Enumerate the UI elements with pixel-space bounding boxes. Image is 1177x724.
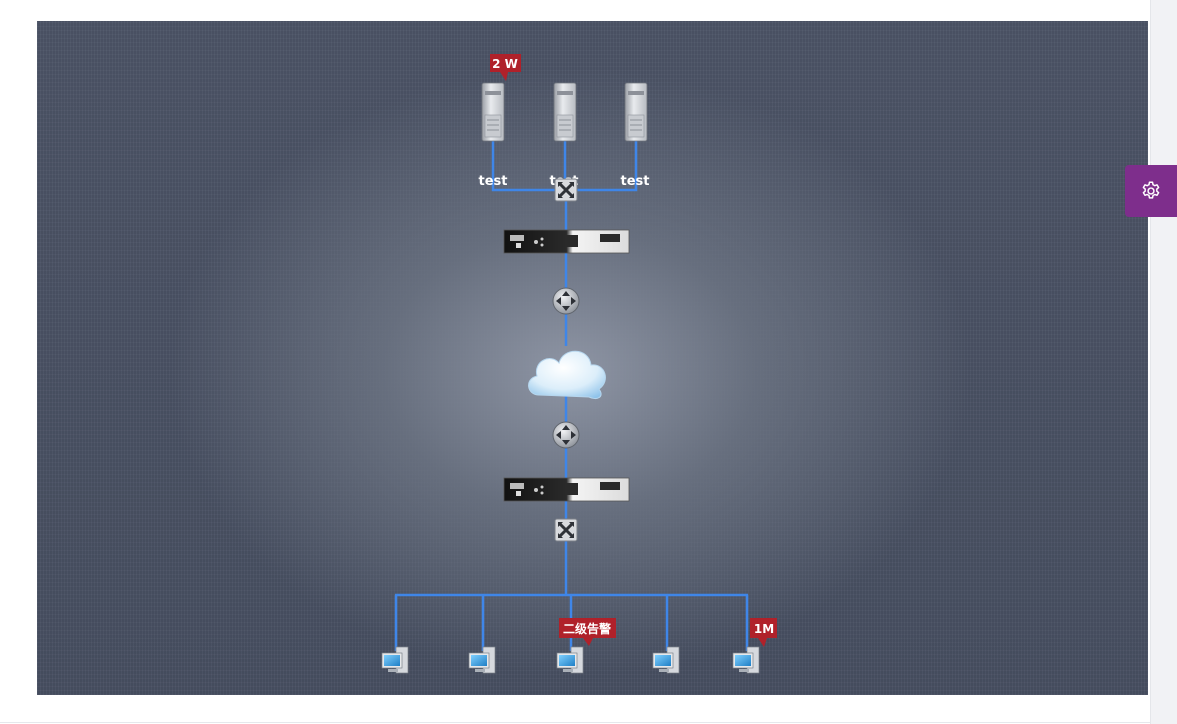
firewall-node-bottom[interactable] <box>503 477 630 502</box>
server-label-3: test <box>621 174 650 189</box>
link-group-servers <box>491 141 638 595</box>
firewall-node-top[interactable] <box>503 229 630 254</box>
client-node-2[interactable] <box>468 646 496 674</box>
server-node-1[interactable] <box>481 82 505 142</box>
server-node-2[interactable] <box>553 82 577 142</box>
settings-button[interactable] <box>1125 165 1177 217</box>
client-node-3[interactable] <box>556 646 584 674</box>
alert-badge-client-3: 二级告警 <box>559 618 616 646</box>
alert-badge-text-client-3: 二级告警 <box>563 621 611 636</box>
alert-badge-text-client-5: 1M <box>754 622 774 636</box>
switch-node-bottom[interactable] <box>554 518 578 542</box>
alert-badge-text-server-1: 2 W <box>492 57 518 71</box>
router-node-top[interactable] <box>552 287 580 315</box>
link-server-3 <box>566 141 638 192</box>
bottom-divider <box>0 722 1150 723</box>
gear-icon <box>1142 181 1160 199</box>
client-node-5[interactable] <box>732 646 760 674</box>
alert-badge-client-5: 1M <box>750 618 777 647</box>
client-node-1[interactable] <box>381 646 409 674</box>
cloud-node[interactable] <box>528 350 606 400</box>
server-label-1: test <box>479 174 508 189</box>
alert-badge-server-1: 2 W <box>490 54 521 81</box>
link-server-1 <box>491 141 566 192</box>
router-node-bottom[interactable] <box>552 421 580 449</box>
topology-canvas[interactable]: test test test <box>37 21 1148 695</box>
right-side-panel <box>1150 0 1177 724</box>
server-node-3[interactable] <box>624 82 648 142</box>
client-node-4[interactable] <box>652 646 680 674</box>
topology-diagram: test test test <box>381 54 777 674</box>
switch-node-top[interactable] <box>554 178 578 202</box>
